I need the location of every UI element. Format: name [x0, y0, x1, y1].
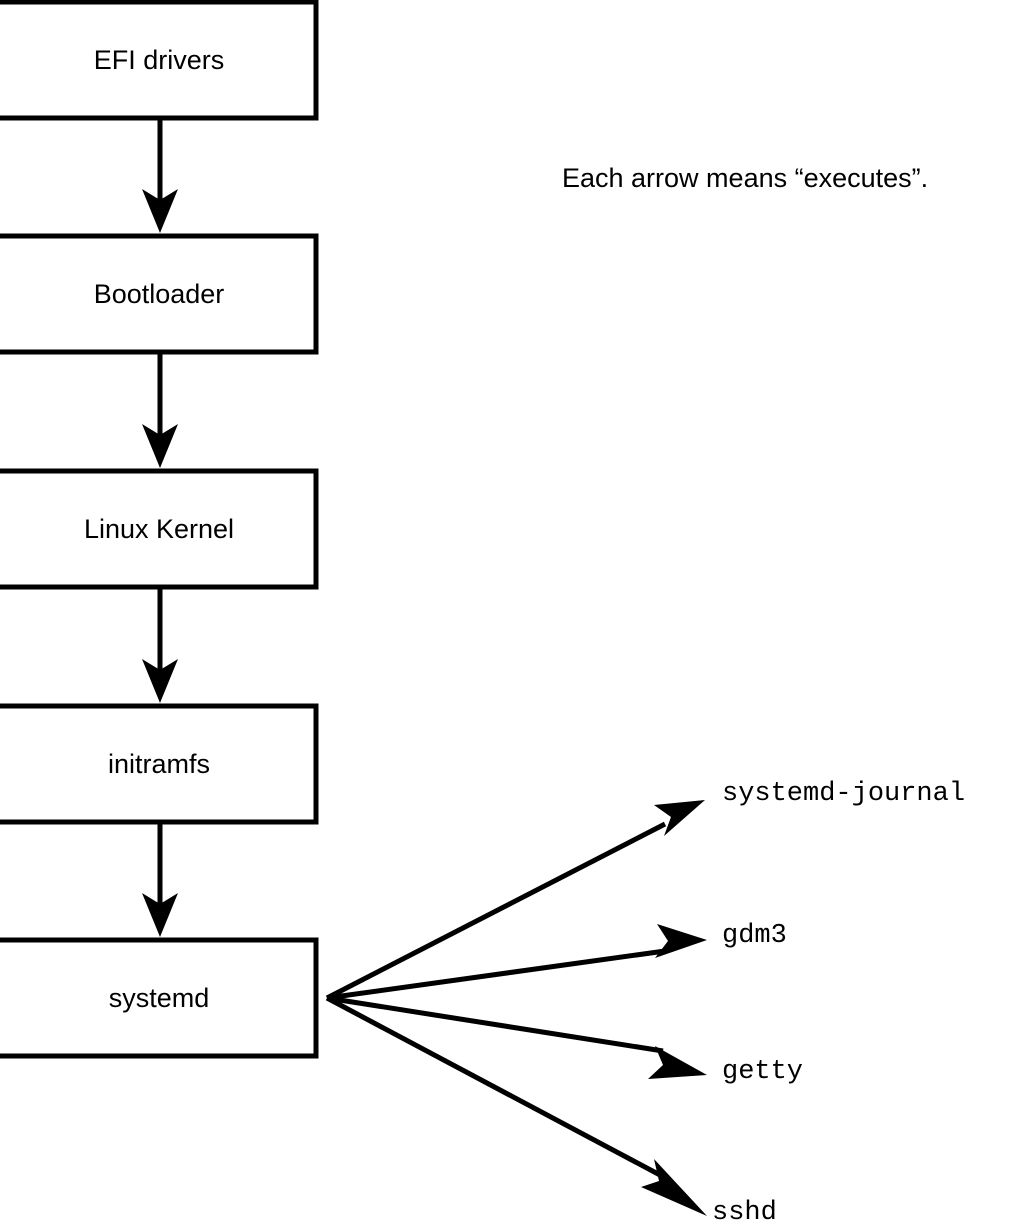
edge-efi-drivers-to-bootloader: [142, 118, 178, 233]
arrow-head-down-icon: [142, 893, 178, 937]
edge-systemd-to-getty: [326, 995, 707, 1079]
edge-initramfs-to-systemd: [142, 822, 178, 937]
arrow-head-down-icon: [142, 189, 178, 233]
stage-box-bootloader[interactable]: Bootloader: [0, 233, 319, 355]
stage-box-label-linux-kernel: Linux Kernel: [84, 514, 234, 544]
edge-systemd-to-systemd-journal: [325, 800, 705, 1001]
edge-systemd-to-gdm3: [326, 924, 707, 1001]
edge-bootloader-to-linux-kernel: [142, 352, 178, 468]
process-label-gdm3: gdm3: [722, 921, 787, 951]
stage-box-efi-drivers[interactable]: EFI drivers: [0, 0, 319, 121]
stage-box-label-bootloader: Bootloader: [94, 279, 225, 309]
arrow-head-down-icon: [142, 424, 178, 468]
process-label-sshd: sshd: [712, 1198, 777, 1228]
stage-box-linux-kernel[interactable]: Linux Kernel: [0, 468, 319, 590]
arrow-head-down-icon: [142, 659, 178, 703]
arrow-head-icon: [655, 924, 707, 958]
process-label-getty: getty: [722, 1057, 803, 1087]
stage-box-label-systemd: systemd: [109, 983, 210, 1013]
stage-box-systemd[interactable]: systemd: [0, 937, 319, 1059]
edge-systemd-to-sshd: [325, 995, 707, 1216]
arrow-head-icon: [641, 1159, 707, 1216]
edge-linux-kernel-to-initramfs: [142, 587, 178, 703]
arrow-head-icon: [654, 800, 705, 836]
stage-box-label-initramfs: initramfs: [108, 749, 210, 779]
stage-box-label-efi-drivers: EFI drivers: [94, 45, 225, 75]
stage-box-initramfs[interactable]: initramfs: [0, 703, 319, 825]
process-label-systemd-journal: systemd-journal: [722, 779, 965, 809]
legend-text: Each arrow means “executes”.: [562, 163, 928, 193]
arrow-head-icon: [648, 1046, 707, 1079]
